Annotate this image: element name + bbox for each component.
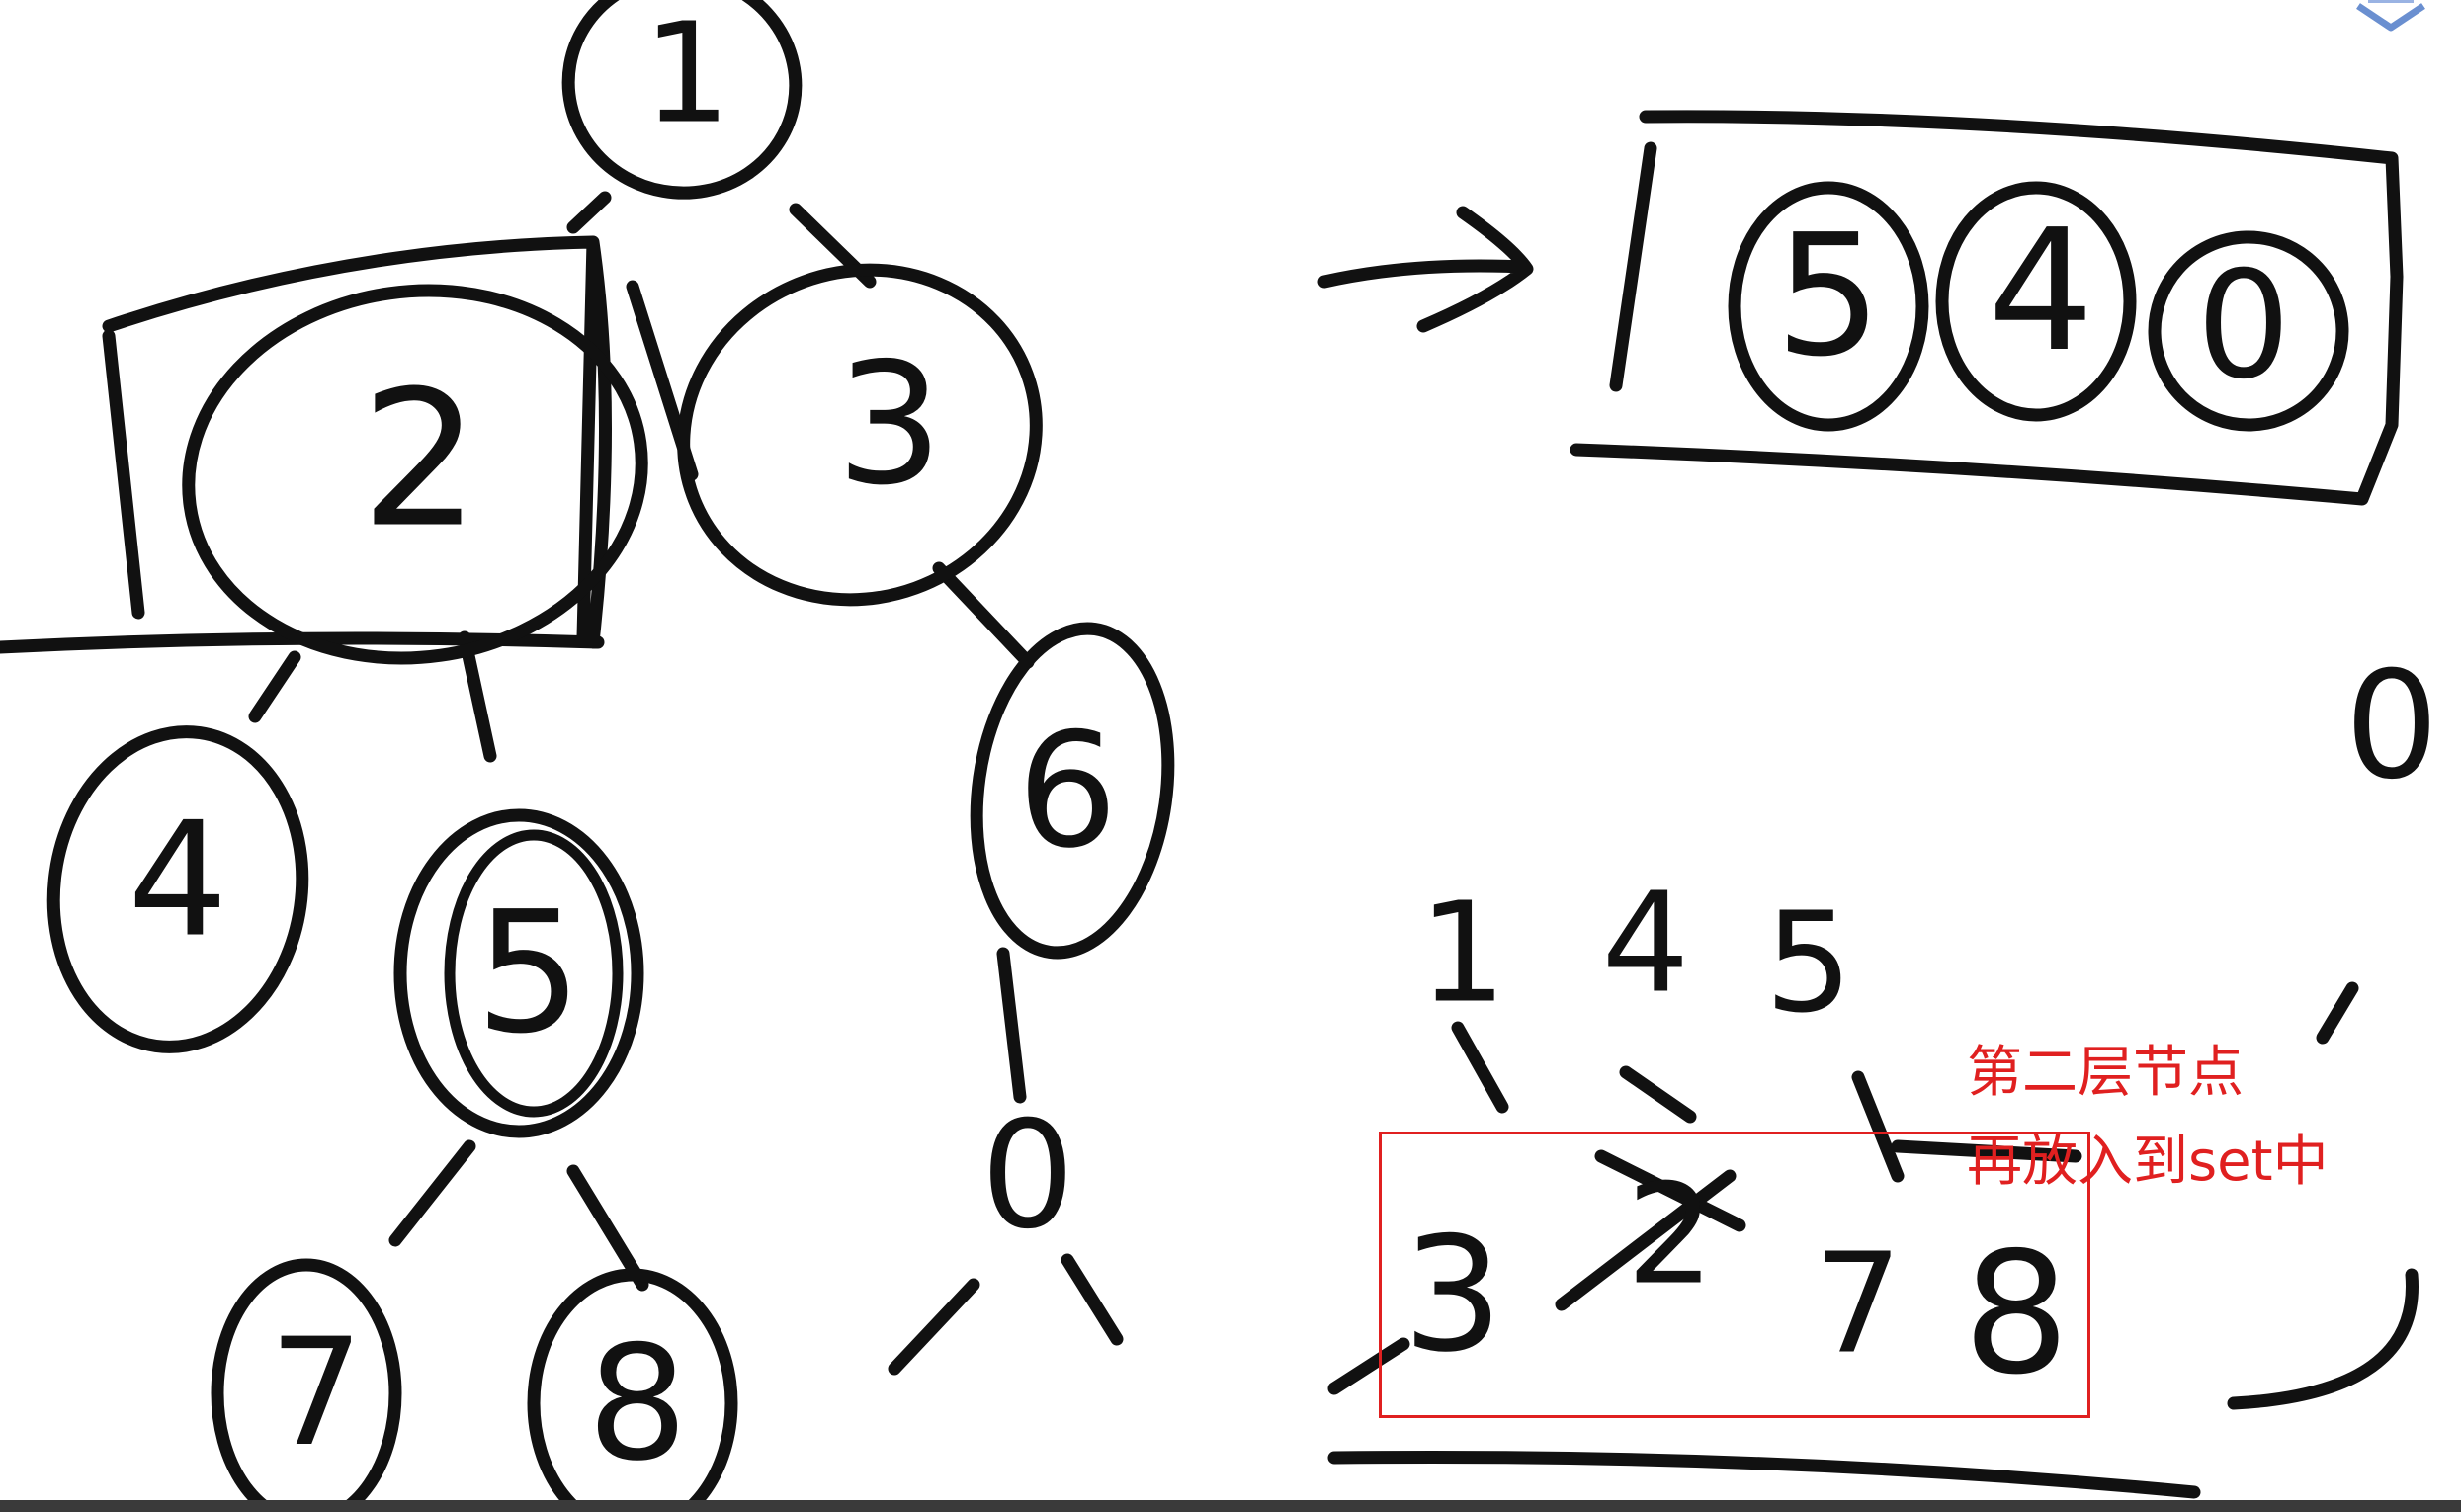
edge-0-left [888, 1278, 980, 1376]
edge-5-7 [388, 1139, 476, 1247]
annotation-line-2: 再放入到set中 [1967, 1130, 2329, 1194]
tree-node-7: 7 [211, 1258, 402, 1512]
node-8-label: 8 [587, 1311, 688, 1496]
set-item-3: 0 [2196, 240, 2290, 412]
tree-node-4: 4 [46, 725, 309, 1053]
edge-1-2 [566, 191, 612, 234]
set-item-1: 5 [1775, 199, 1882, 394]
node-8-circle [527, 1268, 738, 1512]
node-0-label: 0 [980, 1090, 1074, 1262]
scratch-down-strokes [1451, 981, 2359, 1183]
node-3-label: 3 [836, 327, 943, 523]
tree-nodes: 1 2 3 4 5 6 7 8 [46, 0, 1175, 1512]
node-4-label: 4 [127, 788, 228, 972]
arrow-to-set [1317, 206, 1534, 333]
edge-5-8 [566, 1164, 649, 1292]
edge-2-5 [458, 630, 497, 763]
node-7-circle [211, 1258, 402, 1512]
scratch-2-2-cross [1555, 1149, 1746, 1311]
tree-node-1: 1 [561, 0, 803, 200]
scratch-underline [1327, 1268, 2419, 1499]
scratch-row-1: 1 4 5 [1418, 864, 1852, 1045]
edge-0-right [1061, 1253, 1124, 1346]
tree-node-0: 0 [980, 1090, 1074, 1262]
node-5-label: 5 [475, 876, 582, 1071]
edge-2-4 [248, 650, 301, 723]
node-4-circle [46, 725, 309, 1053]
node-2-label: 2 [361, 351, 480, 569]
red-highlight-box [1379, 1132, 2090, 1418]
set-item-circle-2 [1935, 181, 2137, 422]
tree-node-8: 8 [527, 1268, 738, 1512]
set-item-circle-3 [2148, 230, 2349, 432]
set-item-2: 4 [1988, 194, 2094, 389]
tree-edges [248, 191, 1124, 1376]
node-1-circle [561, 0, 803, 200]
node-6-circle [970, 622, 1175, 960]
node-5-circle-inner [444, 829, 624, 1118]
node-2-circle [182, 284, 648, 665]
tree-node-6: 6 [970, 622, 1175, 960]
set-item-circle-1 [1728, 181, 1929, 432]
set-box: 5 4 0 [1570, 110, 2404, 506]
annotation-line-1: 第二层节点 [1967, 1041, 2244, 1105]
scratch-1-2: 4 [1601, 864, 1689, 1025]
tree-node-5: 5 [393, 808, 644, 1138]
tree-node-2: 2 [182, 284, 648, 665]
tree-node-3: 3 [677, 263, 1043, 607]
set-box-frame [1570, 110, 2404, 506]
edge-3-6 [932, 561, 1035, 669]
scratch-row-2: 3 2 7 8 [1402, 1149, 2070, 1412]
scratch-2-4: 8 [1963, 1217, 2070, 1412]
node-3-circle [677, 263, 1043, 607]
app-logo-icon [2356, 0, 2425, 32]
node-7-label: 7 [269, 1307, 363, 1479]
scratch-2-2: 2 [1626, 1155, 1714, 1316]
node-5-circle [393, 808, 644, 1138]
node-6-label: 6 [1017, 699, 1118, 883]
scratch-1-1: 1 [1418, 874, 1506, 1035]
scratch-1-3: 5 [1764, 883, 1852, 1045]
lone-digit: 0 [2344, 640, 2438, 812]
bottom-bar [0, 1500, 2461, 1512]
node-1-label: 1 [642, 0, 730, 155]
node-2-highlight-box [0, 235, 612, 654]
edge-6-0 [996, 947, 1027, 1104]
scratch-2-3: 7 [1814, 1224, 1902, 1386]
scratch-2-1: 3 [1402, 1203, 1503, 1387]
